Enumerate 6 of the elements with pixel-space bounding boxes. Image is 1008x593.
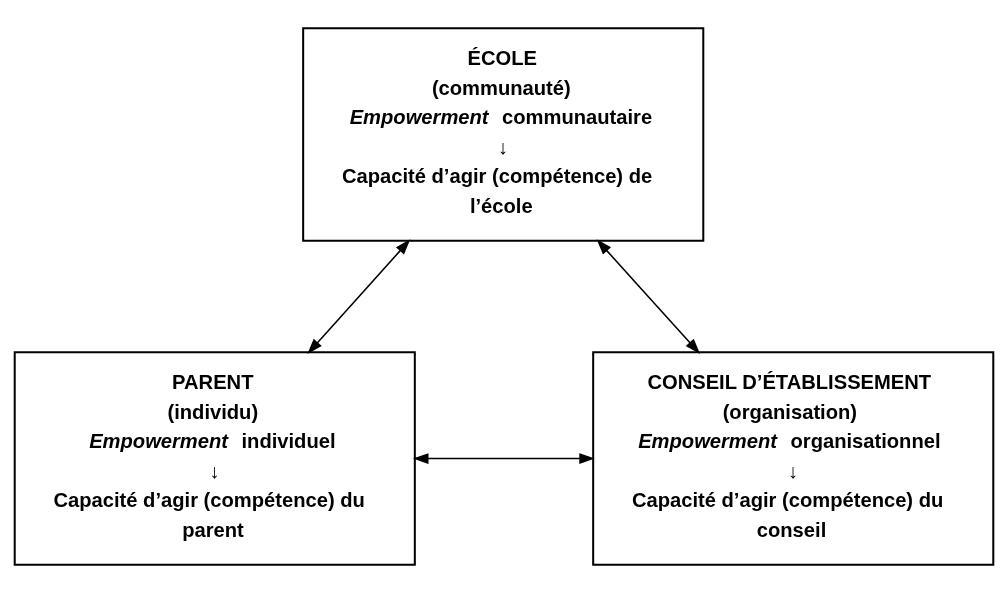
arrow	[412, 453, 595, 464]
node-box: ÉCOLE (communauté) Empowerment communautaire ↓ Capacité d’agir (compétence) de l’école	[302, 27, 705, 242]
node-box: PARENT (individu) Empowerment individuel ↓ Capacité d’agir (compétence) du parent	[13, 351, 416, 566]
arrow	[596, 239, 701, 354]
arrow	[307, 239, 411, 354]
node-box: CONSEIL D’ÉTABLISSEMENT (organisation) Empowerment organisationnel ↓ Capacité d’agir (compétence) du conseil	[592, 351, 995, 566]
